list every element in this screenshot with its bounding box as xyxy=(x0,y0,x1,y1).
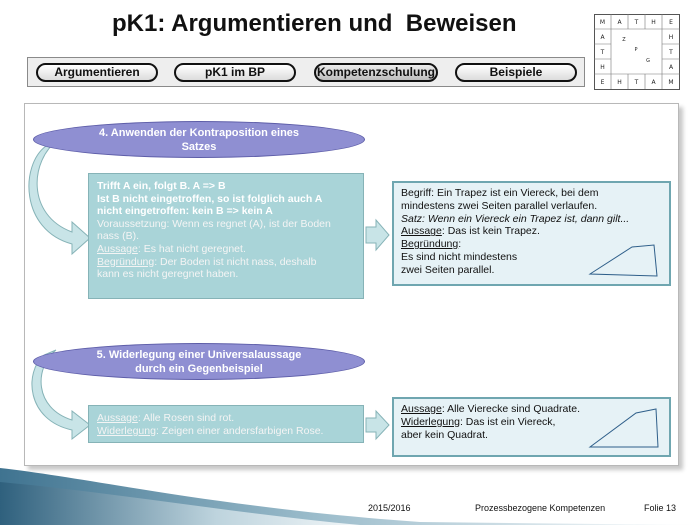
logo-letter: E xyxy=(669,19,673,26)
right-arrow-icon xyxy=(365,409,390,441)
logo-letter: T xyxy=(668,49,673,56)
footer-slide-number: Folie 13 xyxy=(644,503,677,513)
begruendung-label: Begründung xyxy=(97,255,155,268)
section-5-title-line1: 5. Widerlegung einer Universalaussage xyxy=(96,348,302,361)
section-5-title-line2: durch ein Gegenbeispiel xyxy=(135,362,263,375)
curved-arrow-icon xyxy=(28,139,91,256)
premise-line: nass (B). xyxy=(97,230,140,243)
mathe-logo: M A T H E A T H H T A E H T A M Z P G xyxy=(594,14,680,90)
logo-letter: A xyxy=(617,19,622,26)
logo-letter: H xyxy=(600,64,605,71)
aussage-text: : Alle Vierecke sind Quadrate. xyxy=(441,403,581,415)
logo-letter: A xyxy=(600,34,605,41)
logo-letter: H xyxy=(651,19,656,26)
logo-letter: E xyxy=(601,79,605,86)
section-4-title-line1: 4. Anwenden der Kontraposition eines xyxy=(98,126,300,139)
example-line: Satz: Wenn ein Viereck ein Trapez ist, d… xyxy=(401,212,630,225)
aussage-text: : Das ist kein Trapez. xyxy=(441,225,540,238)
begruendung-line: Begründung: Der Boden ist nicht nass, de… xyxy=(97,256,355,269)
footer-wave xyxy=(0,468,700,525)
widerlegung-label: Widerlegung xyxy=(97,424,156,437)
rule-line: Ist B nicht eingetroffen, so ist folglic… xyxy=(97,192,323,205)
logo-letter: P xyxy=(634,47,637,53)
quadrilateral-figure xyxy=(588,244,658,277)
aussage-line: Aussage: Es hat nicht geregnet. xyxy=(97,243,355,256)
logo-letter: A xyxy=(651,79,656,86)
aussage-line: Aussage: Alle Rosen sind rot. xyxy=(97,412,355,425)
right-arrow-icon xyxy=(365,218,390,252)
aussage-label: Aussage xyxy=(401,403,442,415)
logo-letter: M xyxy=(668,79,673,86)
example-line: Es sind nicht mindestens xyxy=(401,250,518,263)
aussage-text: : Alle Rosen sind rot. xyxy=(137,412,235,424)
section-4-title-line2: Satzes xyxy=(181,140,217,153)
nav-button-pk1-im-bp[interactable]: pK1 im BP xyxy=(174,63,296,82)
rule-line: nicht eingetroffen: kein B => kein A xyxy=(97,205,273,218)
example-line: aber kein Quadrat. xyxy=(401,428,488,441)
aussage-text: : Es hat nicht geregnet. xyxy=(137,242,246,255)
logo-letter: H xyxy=(669,34,674,41)
logo-letter: T xyxy=(600,49,605,56)
example-line: Begründung: xyxy=(401,238,662,251)
logo-letter: T xyxy=(634,79,639,86)
begruendung-suffix: : xyxy=(458,238,462,251)
premise-line: Voraussetzung: Wenn es regnet (A), ist d… xyxy=(97,217,331,230)
widerlegung-text: : Das ist ein Viereck, xyxy=(459,415,556,428)
widerlegung-line: Widerlegung: Zeigen einer andersfarbigen… xyxy=(97,425,355,438)
rule-line: Trifft A ein, folgt B. A => B xyxy=(97,180,226,192)
section-5-heading: 5. Widerlegung einer Universalaussage du… xyxy=(33,343,365,380)
widerlegung-label: Widerlegung xyxy=(401,415,460,428)
aussage-label: Aussage xyxy=(97,412,138,424)
example-line: mindestens zwei Seiten parallel verlaufe… xyxy=(401,199,598,212)
nav-bar: Argumentieren pK1 im BP Kompetenzschulun… xyxy=(27,57,585,87)
begruendung-label: Begründung xyxy=(401,238,459,251)
logo-letter: Z xyxy=(622,37,626,43)
begruendung-text: : Der Boden ist nicht nass, deshalb xyxy=(154,255,317,268)
begruendung-line-2: kann es nicht geregnet haben. xyxy=(97,268,239,281)
aussage-label: Aussage xyxy=(401,225,442,238)
section-5-example-box: Aussage: Alle Vierecke sind Quadrate. Wi… xyxy=(392,397,671,457)
aussage-label: Aussage xyxy=(97,242,138,255)
curved-arrow-icon xyxy=(31,349,91,441)
logo-letter: H xyxy=(617,79,622,86)
section-4-heading: 4. Anwenden der Kontraposition eines Sat… xyxy=(33,121,365,158)
widerlegung-text: : Zeigen einer andersfarbigen Rose. xyxy=(155,424,324,437)
nav-button-beispiele[interactable]: Beispiele xyxy=(455,63,577,82)
page-title: pK1: Argumentieren und Beweisen xyxy=(112,10,517,37)
section-4-explanation-box: Trifft A ein, folgt B. A => B Ist B nich… xyxy=(88,173,364,299)
logo-letter: A xyxy=(669,64,674,71)
section-4-example-box: Begriff: Ein Trapez ist ein Viereck, bei… xyxy=(392,181,671,286)
example-line: Widerlegung: Das ist ein Viereck, xyxy=(401,416,662,429)
logo-letter: T xyxy=(634,19,639,26)
nav-button-argumentieren[interactable]: Argumentieren xyxy=(36,63,158,82)
section-5-explanation-box: Aussage: Alle Rosen sind rot. Widerlegun… xyxy=(88,405,364,443)
example-line: zwei Seiten parallel. xyxy=(401,263,495,276)
example-line: Begriff: Ein Trapez ist ein Viereck, bei… xyxy=(401,187,599,199)
example-line: Aussage: Alle Vierecke sind Quadrate. xyxy=(401,403,662,416)
logo-letter: G xyxy=(646,58,650,64)
example-line: Aussage: Das ist kein Trapez. xyxy=(401,225,662,238)
footer-year: 2015/2016 xyxy=(368,503,411,513)
logo-letter: M xyxy=(600,19,605,26)
quadrilateral-figure xyxy=(588,408,659,448)
footer-topic: Prozessbezogene Kompetenzen xyxy=(475,503,606,513)
nav-button-kompetenzschulung[interactable]: Kompetenzschulung xyxy=(314,63,438,82)
